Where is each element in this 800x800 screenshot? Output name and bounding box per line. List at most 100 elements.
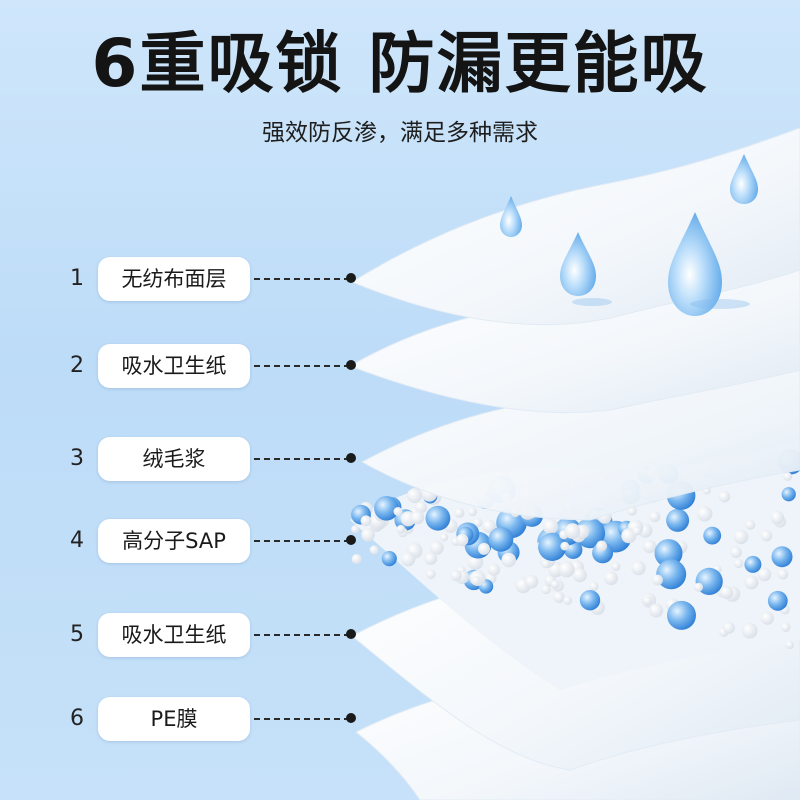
leader-dot-icon xyxy=(346,629,356,639)
sap-bead-icon xyxy=(770,511,785,525)
sap-bead-icon xyxy=(642,539,657,554)
sap-bead-icon xyxy=(425,505,451,531)
sap-bead-icon xyxy=(741,622,758,639)
sap-bead-icon xyxy=(455,533,469,547)
sap-bead-icon xyxy=(488,526,514,552)
layer-row: 6 PE膜 xyxy=(0,697,360,741)
leader-dot-icon xyxy=(346,453,356,463)
water-droplet-icon xyxy=(668,212,722,316)
leader-line xyxy=(254,365,350,367)
sap-bead-icon xyxy=(745,519,756,530)
sap-bead-icon xyxy=(760,611,775,625)
sap-bead-icon xyxy=(424,552,438,565)
leader-line xyxy=(254,540,350,542)
water-droplet-icon xyxy=(560,232,596,296)
sap-bead-icon xyxy=(473,518,483,528)
layer-label: 无纺布面层 xyxy=(98,257,250,301)
sap-bead-icon xyxy=(564,523,581,539)
sap-bead-icon xyxy=(781,622,791,632)
layer-row: 3 绒毛浆 xyxy=(0,437,360,481)
sap-bead-icon xyxy=(631,560,646,576)
sap-bead-icon xyxy=(667,600,696,630)
sap-bead-icon xyxy=(589,581,599,592)
water-droplet-icon xyxy=(500,196,522,237)
sap-bead-icon xyxy=(720,586,734,599)
sap-bead-icon xyxy=(744,555,762,573)
layer-label: PE膜 xyxy=(98,697,250,741)
layer-number: 3 xyxy=(70,446,84,471)
sap-bead-icon xyxy=(487,563,501,576)
sap-bead-icon xyxy=(767,590,788,611)
layer-number: 1 xyxy=(70,266,84,291)
sap-bead-icon xyxy=(722,621,735,634)
sap-bead-icon xyxy=(596,540,607,552)
sap-bead-icon xyxy=(440,533,449,542)
sap-bead-icon xyxy=(666,508,690,532)
layer-label: 吸水卫生纸 xyxy=(98,344,250,388)
sap-bead-icon xyxy=(611,562,621,571)
layer-label: 高分子SAP xyxy=(98,519,250,563)
sap-bead-icon xyxy=(468,507,477,517)
sap-bead-icon xyxy=(553,591,565,603)
sap-bead-icon xyxy=(429,540,444,555)
sap-bead-icon xyxy=(478,542,490,555)
sap-bead-icon xyxy=(744,575,759,590)
sap-bead-icon xyxy=(572,568,587,583)
layer-number: 2 xyxy=(70,353,84,378)
layer-number: 5 xyxy=(70,622,84,647)
leader-line xyxy=(254,718,350,720)
sap-bead-icon xyxy=(351,525,360,534)
layer-row: 1 无纺布面层 xyxy=(0,257,360,301)
leader-line xyxy=(254,278,350,280)
sap-bead-icon xyxy=(425,569,436,580)
sap-bead-icon xyxy=(454,507,465,518)
headline-subtitle: 强效防反渗，满足多种需求 xyxy=(262,120,538,146)
sap-bead-icon xyxy=(757,567,772,582)
sap-bead-icon xyxy=(632,526,642,536)
sap-bead-icon xyxy=(524,574,539,589)
sap-bead-icon xyxy=(360,515,372,527)
sap-bead-icon xyxy=(760,530,773,542)
sap-bead-icon xyxy=(400,551,416,567)
sap-bead-icon xyxy=(649,511,661,523)
leader-line xyxy=(254,458,350,460)
sap-bead-icon xyxy=(374,496,399,521)
sap-bead-icon xyxy=(649,603,664,618)
sap-bead-icon xyxy=(396,524,406,534)
layer-row: 5 吸水卫生纸 xyxy=(0,613,360,657)
sap-bead-icon xyxy=(643,596,653,606)
sap-bead-icon xyxy=(783,472,792,481)
sap-bead-icon xyxy=(771,546,793,568)
layer-row: 4 高分子SAP xyxy=(0,519,360,563)
sap-bead-icon xyxy=(733,529,749,545)
sap-bead-icon xyxy=(550,580,560,589)
layer-number: 4 xyxy=(70,528,84,553)
sap-bead-icon xyxy=(694,582,703,592)
water-droplet-icon xyxy=(730,154,758,204)
sap-bead-icon xyxy=(718,491,731,503)
sap-bead-icon xyxy=(450,569,462,582)
sap-bead-icon xyxy=(471,576,481,586)
sap-bead-icon xyxy=(369,545,379,555)
sap-bead-icon xyxy=(415,501,428,514)
sap-bead-icon xyxy=(541,584,551,595)
sap-bead-icon xyxy=(781,487,796,502)
sap-bead-icon xyxy=(543,519,559,535)
sap-bead-icon xyxy=(560,541,570,551)
leader-line xyxy=(254,634,350,636)
leader-dot-icon xyxy=(346,535,356,545)
layer-label: 吸水卫生纸 xyxy=(98,613,250,657)
sap-bead-icon xyxy=(410,510,425,525)
layer-label: 绒毛浆 xyxy=(98,437,250,481)
leader-dot-icon xyxy=(346,360,356,370)
sap-bead-icon xyxy=(697,506,713,522)
sap-bead-icon xyxy=(407,488,422,504)
sap-bead-icon xyxy=(482,519,497,534)
sap-bead-icon xyxy=(621,528,637,544)
sap-bead-icon xyxy=(734,558,744,569)
sap-bead-icon xyxy=(730,546,742,558)
sap-bead-icon xyxy=(501,552,516,568)
layer-row: 2 吸水卫生纸 xyxy=(0,344,360,388)
